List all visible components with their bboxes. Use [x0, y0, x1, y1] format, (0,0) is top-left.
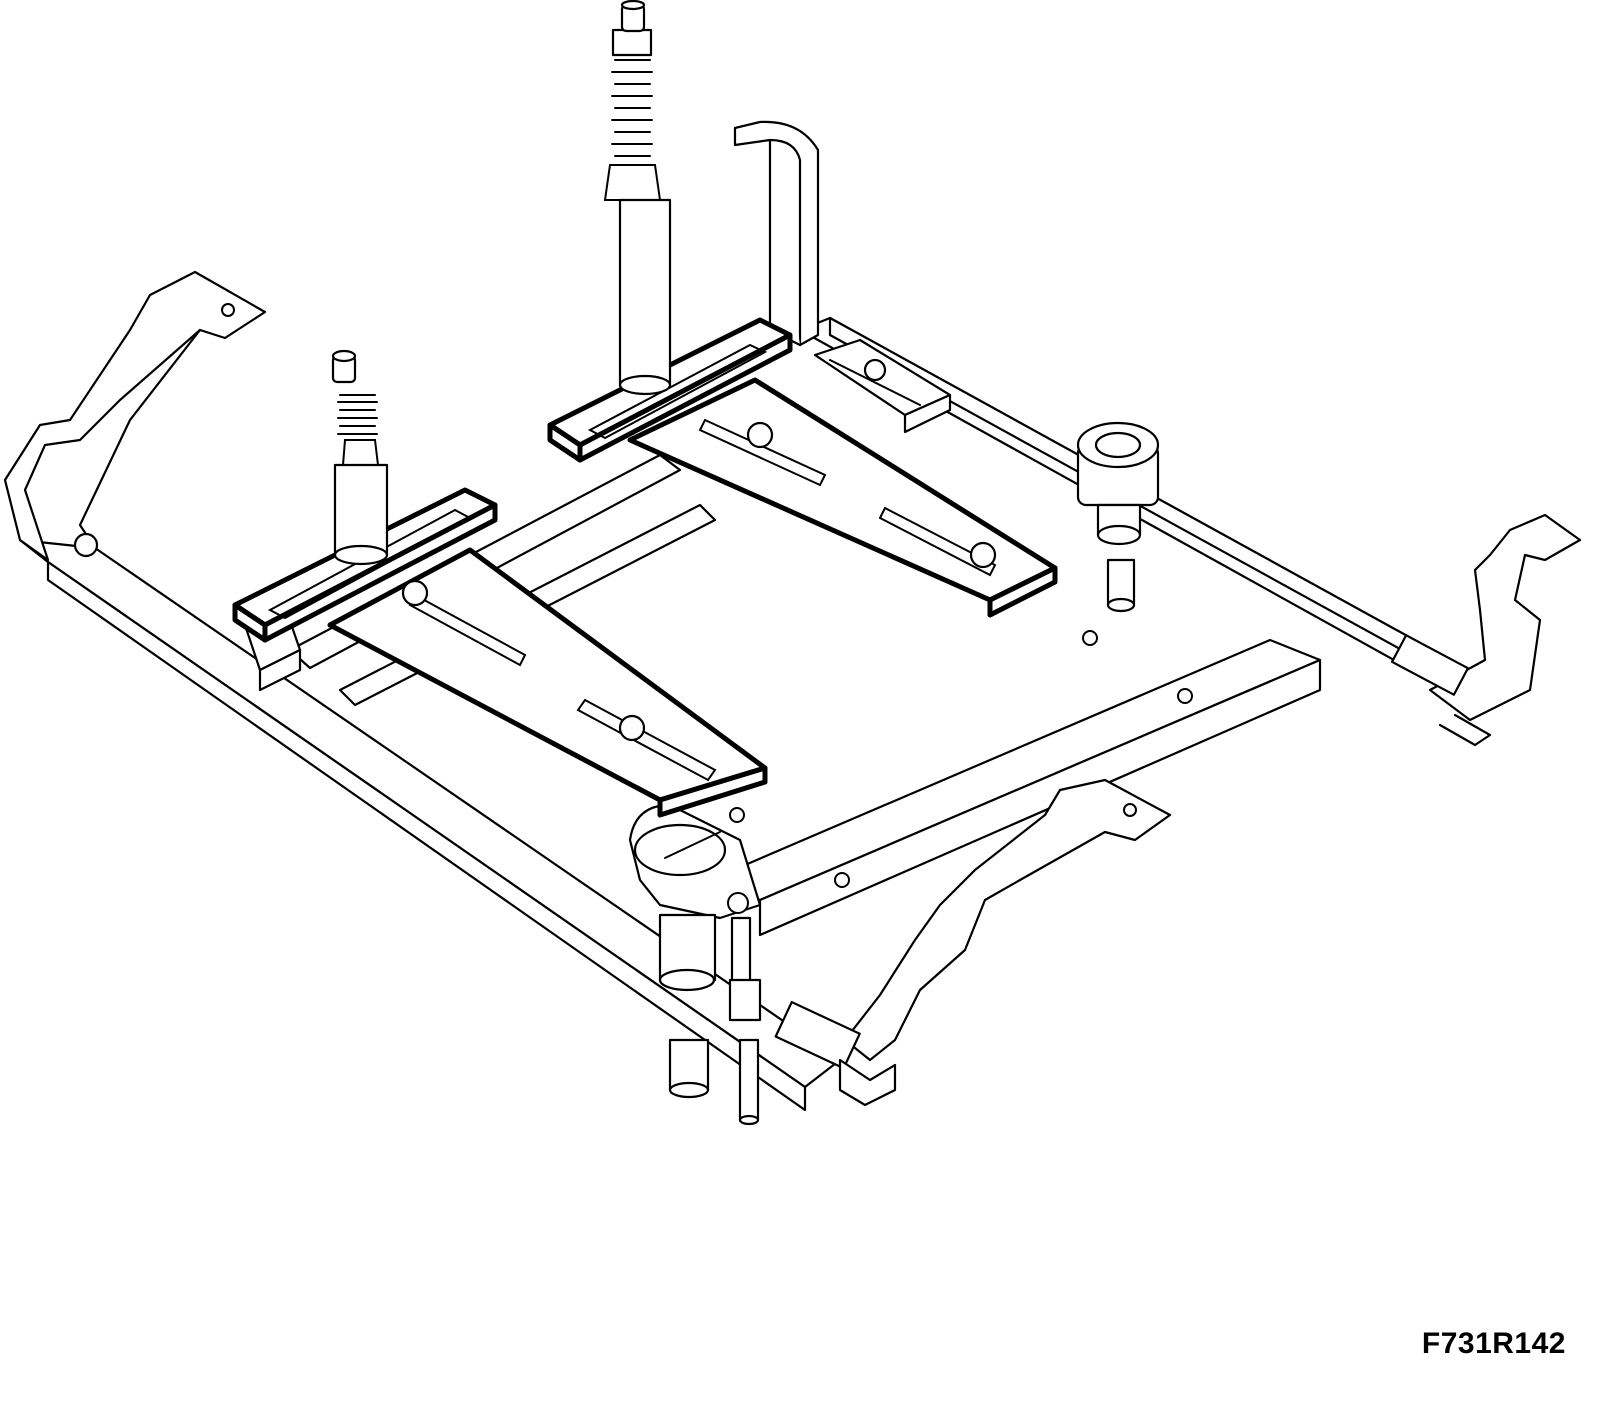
front-cross-member	[708, 630, 1322, 937]
front-center-mount-bracket	[774, 778, 1172, 1107]
cross-member-hole	[1177, 688, 1193, 704]
bolt-icon	[618, 714, 646, 742]
rear-upright-bracket	[733, 120, 820, 347]
left-gauge-assembly	[232, 349, 768, 818]
bolt-icon	[73, 532, 99, 558]
right-gauge-assembly	[73, 0, 1058, 618]
figure-reference-code: F731R142	[1421, 1327, 1566, 1360]
bolt-icon	[969, 541, 997, 569]
rear-left-mount-bracket	[3, 270, 267, 562]
bolt-icon	[863, 358, 887, 382]
front-locating-block	[628, 803, 762, 1126]
cross-member-hole	[834, 872, 850, 888]
left-side-rail	[18, 538, 842, 1112]
rail-hole	[1082, 630, 1098, 646]
front-right-mount-bracket	[1390, 513, 1582, 747]
locating-knob	[1076, 421, 1160, 613]
bolt-icon	[401, 579, 429, 607]
bolt-icon	[746, 421, 774, 449]
